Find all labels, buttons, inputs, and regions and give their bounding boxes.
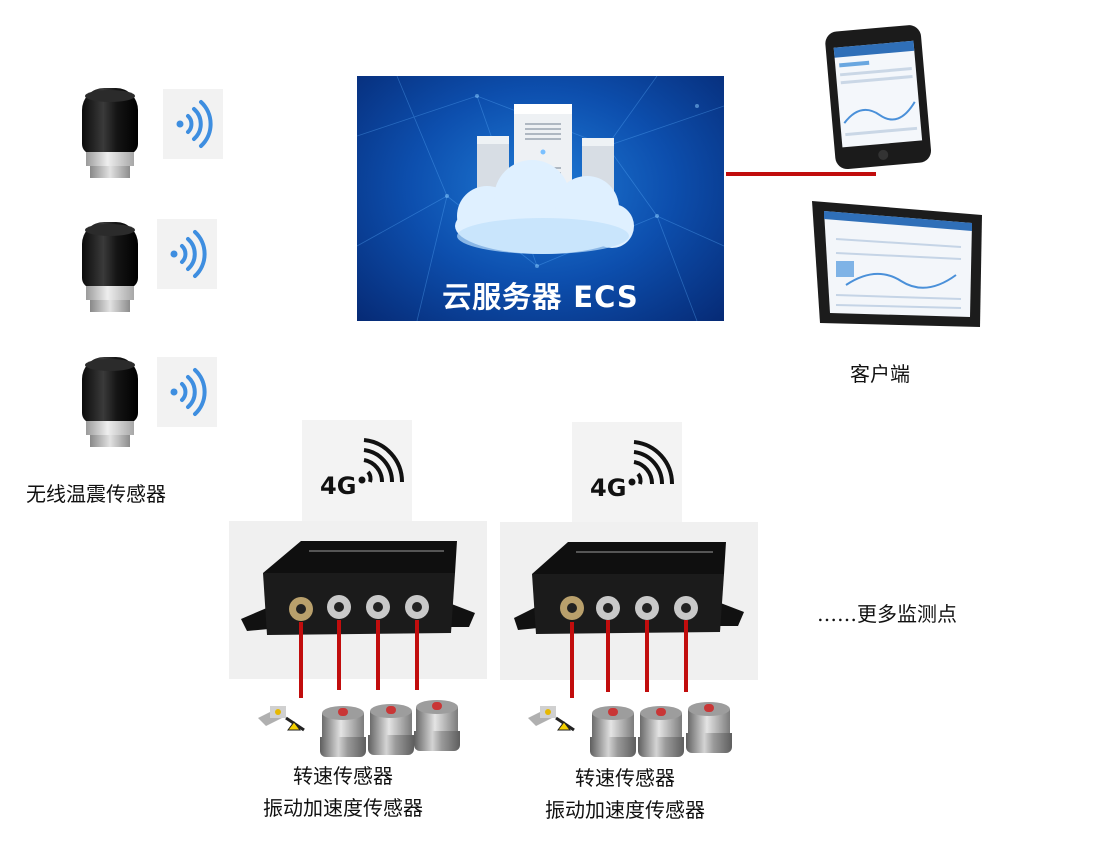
accelerometer [414,700,460,752]
sensor-cable [570,622,574,698]
sensor-cable [606,620,610,692]
sensor-cable [299,622,303,698]
client-label: 客户端 [850,362,910,386]
group-1-label-line1: 转速传感器 [293,764,393,788]
sensor-cable [684,620,688,692]
wifi-icon [157,357,217,427]
tablet-image [806,195,988,335]
data-converter-1 [229,521,487,679]
group-2-label-line1: 转速传感器 [575,766,675,790]
sensor-cable [645,620,649,692]
speed-sensor-2 [522,696,578,740]
wireless-sensor-1 [82,88,138,180]
4g-label: 4G [590,474,627,502]
4g-label: 4G [320,472,357,500]
4g-badge-2: 4G [572,422,682,526]
accelerometer [368,704,414,756]
group-2-label-line2: 振动加速度传感器 [545,798,705,822]
accelerometer [590,706,636,758]
more-points-label: ……更多监测点 [817,602,957,626]
wifi-icon [157,219,217,289]
accelerometer [320,706,366,758]
4g-badge-1: 4G [302,420,412,524]
wireless-sensor-3 [82,357,138,449]
server-client-link [726,172,876,176]
wifi-icon [163,89,223,159]
cloud-server-label: 云服务器 ECS [442,280,639,314]
accelerometer [638,706,684,758]
cloud-server-panel: 云服务器 ECS [357,76,724,321]
wireless-sensor-label: 无线温震传感器 [26,482,166,506]
speed-sensor-1 [252,696,308,740]
sensor-cable [376,620,380,690]
wireless-sensor-2 [82,222,138,314]
sensor-cable [415,620,419,690]
smartphone-image [820,20,938,170]
accelerometer [686,702,732,754]
group-1-label-line2: 振动加速度传感器 [263,796,423,820]
data-converter-2 [500,522,758,680]
sensor-cable [337,620,341,690]
